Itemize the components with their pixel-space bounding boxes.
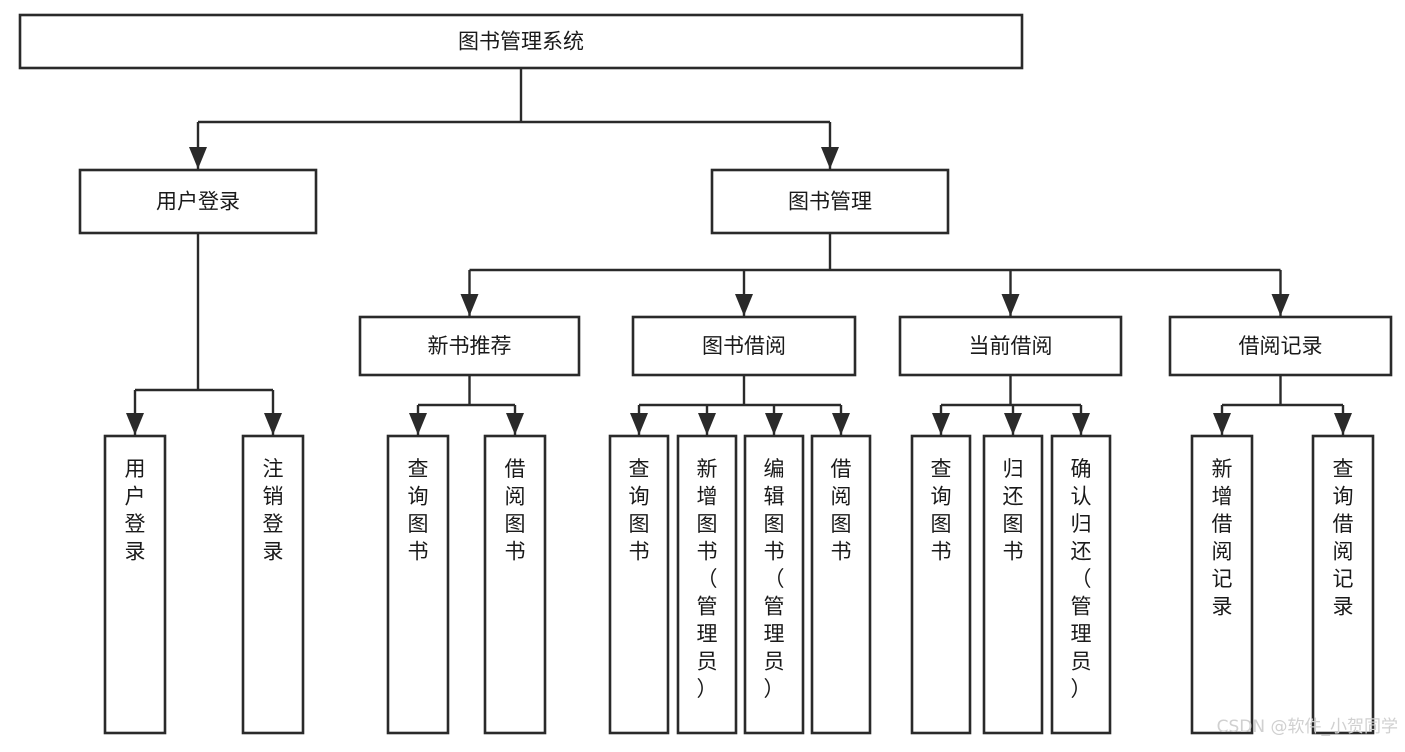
node-leaf-borrow-edit[interactable]: 编辑图书（管理员） (743, 434, 805, 735)
arrow-head-icon (1271, 294, 1290, 316)
node-label: 确认归还（管理员） (1071, 457, 1092, 701)
node-root[interactable]: 图书管理系统 (18, 13, 1024, 70)
node-leaf-cur-return[interactable]: 归还图书 (982, 434, 1044, 735)
node-box (1311, 434, 1375, 735)
arrow-head-icon (460, 294, 479, 316)
arrow-head-icon (832, 413, 850, 435)
node-box (743, 434, 805, 735)
connector-layer (126, 68, 1352, 435)
node-label: 借阅记录 (1239, 334, 1323, 358)
node-box (1190, 434, 1254, 735)
node-label: 借阅图书 (831, 457, 852, 564)
arrow-head-icon (698, 413, 716, 435)
node-leaf-borrow-do[interactable]: 借阅图书 (810, 434, 872, 735)
arrow-head-icon (409, 413, 427, 435)
arrow-head-icon (1334, 413, 1352, 435)
node-leaf-cur-confirm[interactable]: 确认归还（管理员） (1050, 434, 1112, 735)
node-box (631, 315, 857, 377)
node-leaf-cur-query[interactable]: 查询图书 (910, 434, 972, 735)
node-leaf-rec-query2[interactable]: 查询借阅记录 (1311, 434, 1375, 735)
node-leaf-borrow-query[interactable]: 查询图书 (608, 434, 670, 735)
arrow-head-icon (1001, 294, 1020, 316)
node-user-login[interactable]: 用户登录 (78, 168, 318, 235)
node-box (1168, 315, 1393, 377)
node-box (676, 434, 738, 735)
node-leaf-rec-query[interactable]: 查询图书 (386, 434, 450, 735)
arrow-head-icon (630, 413, 648, 435)
arrow-head-icon (932, 413, 950, 435)
node-box (241, 434, 305, 735)
arrow-head-icon (1004, 413, 1022, 435)
node-leaf-borrow-add[interactable]: 新增图书（管理员） (676, 434, 738, 735)
node-box (898, 315, 1123, 377)
node-label: 注销登录 (263, 457, 284, 564)
arrow-head-icon (1072, 413, 1090, 435)
node-leaf-user-login[interactable]: 用户登录 (103, 434, 167, 735)
arrow-head-icon (126, 413, 144, 435)
node-label: 新增借阅记录 (1212, 457, 1233, 619)
node-label: 新书推荐 (428, 334, 512, 358)
node-label: 借阅图书 (505, 457, 526, 564)
node-box (78, 168, 318, 235)
node-box (18, 13, 1024, 70)
node-leaf-rec-borrow[interactable]: 借阅图书 (483, 434, 547, 735)
arrow-head-icon (765, 413, 783, 435)
node-label: 图书管理系统 (458, 30, 584, 54)
arrow-head-icon (506, 413, 524, 435)
node-label: 归还图书 (1003, 457, 1024, 564)
node-box (710, 168, 950, 235)
node-box (910, 434, 972, 735)
arrow-head-icon (189, 147, 207, 169)
node-box (608, 434, 670, 735)
node-book-manage[interactable]: 图书管理 (710, 168, 950, 235)
arrow-head-icon (735, 294, 753, 316)
node-box (982, 434, 1044, 735)
node-new-book-rec[interactable]: 新书推荐 (358, 315, 581, 377)
node-box (1050, 434, 1112, 735)
arrow-head-icon (264, 413, 282, 435)
node-label: 查询图书 (931, 457, 952, 564)
node-label: 当前借阅 (969, 334, 1053, 358)
node-box (103, 434, 167, 735)
node-leaf-user-logout[interactable]: 注销登录 (241, 434, 305, 735)
node-box (358, 315, 581, 377)
node-current-borrow[interactable]: 当前借阅 (898, 315, 1123, 377)
arrow-head-icon (1213, 413, 1231, 435)
csdn-watermark: CSDN @软件_小贺同学 (1217, 717, 1398, 737)
node-leaf-rec-add[interactable]: 新增借阅记录 (1190, 434, 1254, 735)
node-label: 查询图书 (629, 457, 650, 564)
node-label: 用户登录 (125, 457, 146, 564)
node-label: 图书管理 (788, 190, 872, 214)
node-label: 用户登录 (156, 190, 240, 214)
node-label: 新增图书（管理员） (697, 457, 718, 701)
node-box (483, 434, 547, 735)
node-box (386, 434, 450, 735)
arrow-head-icon (821, 147, 839, 169)
node-label: 图书借阅 (702, 334, 786, 358)
node-label: 编辑图书（管理员） (764, 457, 785, 701)
node-book-borrow[interactable]: 图书借阅 (631, 315, 857, 377)
node-label: 查询图书 (408, 457, 429, 564)
node-layer: 图书管理系统用户登录图书管理新书推荐图书借阅当前借阅借阅记录用户登录注销登录查询… (18, 13, 1393, 735)
node-borrow-record[interactable]: 借阅记录 (1168, 315, 1393, 377)
node-box (810, 434, 872, 735)
node-label: 查询借阅记录 (1333, 457, 1354, 619)
